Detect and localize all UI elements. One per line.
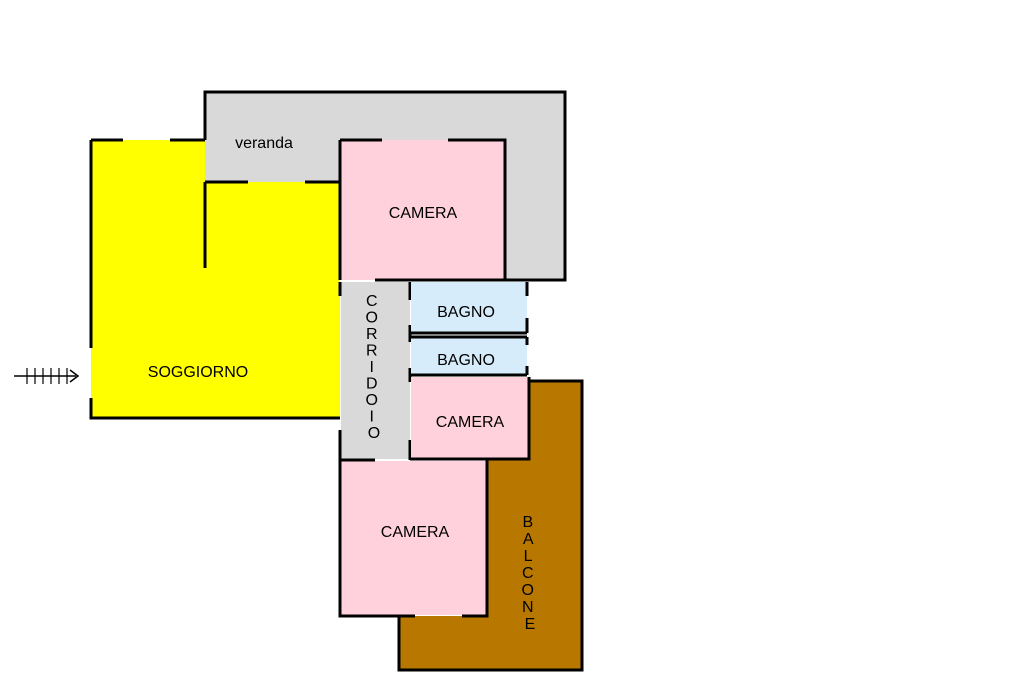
balcone-label: B A L C O N E [522,514,539,633]
soggiorno-label: SOGGIORNO [148,364,248,381]
camera-1-fill [341,140,505,280]
balcone-letter: L [524,548,533,565]
bagno-1-label: BAGNO [437,304,495,321]
corridoio-label: C O R R I D O I O [366,293,383,442]
room-bagno-1: BAGNO [410,282,529,335]
room-camera-1: CAMERA [338,138,507,282]
balcone-letter: C [522,565,534,582]
balcone-letter: A [523,531,534,548]
balcone-letter: B [522,514,533,531]
corridoio-letter: R [366,326,378,343]
corridoio-fill [341,282,410,459]
balcone-outline [397,379,584,672]
room-soggiorno: SOGGIORNO [89,138,340,420]
camera-2-label: CAMERA [436,414,505,431]
corridoio-letter: C [366,293,378,310]
balcone-letter: N [522,599,534,616]
camera-2-fill [411,377,528,458]
balcone-letter: E [525,616,536,633]
camera-3-fill [341,461,486,615]
corridoio-letter: I [370,409,374,426]
room-balcone: B A L C O N E [397,379,584,672]
soggiorno-fill [91,140,340,418]
camera-2-wall [410,377,531,461]
veranda-label: veranda [235,135,293,152]
camera-3-wall [462,460,489,618]
room-corridoio: C O R R I D O I O [338,282,412,460]
balcone-fill [399,381,582,670]
bagno-2-label: BAGNO [437,352,495,369]
room-bagno-2: BAGNO [410,335,529,377]
corridoio-letter: D [366,376,378,393]
camera-3-label: CAMERA [381,524,450,541]
corridoio-letter: I [370,359,374,376]
corridoio-letter: O [366,310,378,327]
camera-1-wall [448,138,507,280]
corridoio-letter: O [366,392,378,409]
camera-3-wall [338,460,415,618]
corridoio-letter: O [368,425,380,442]
arrow-icon [14,368,80,384]
bagno-2-fill [411,336,527,374]
camera-1-label: CAMERA [389,205,458,222]
soggiorno-wall [89,398,340,420]
bagno-1-fill [411,282,527,332]
veranda-outline [203,90,567,282]
corridoio-letter: R [366,343,378,360]
balcone-letter: O [522,582,534,599]
room-camera-3: CAMERA [338,458,489,618]
room-camera-2: CAMERA [410,377,531,461]
